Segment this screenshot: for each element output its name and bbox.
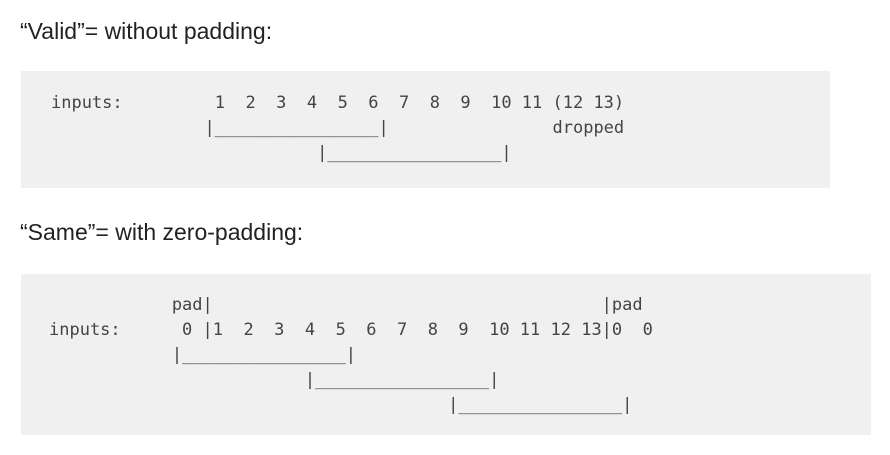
code-line: pad| |pad bbox=[49, 295, 643, 315]
code-line: |________________| dropped bbox=[51, 118, 625, 138]
code-line: |_________________| bbox=[49, 370, 500, 390]
same-padding-heading: “Same”= with zero-padding: bbox=[20, 219, 304, 245]
code-line: |________________| bbox=[49, 395, 633, 415]
code-line: |________________| bbox=[49, 345, 357, 365]
code-line: inputs: 1 2 3 4 5 6 7 8 9 10 11 (12 13) bbox=[51, 93, 625, 113]
code-line: inputs: 0 |1 2 3 4 5 6 7 8 9 10 11 12 13… bbox=[49, 320, 653, 340]
same-code-block: pad| |pad inputs: 0 |1 2 3 4 5 6 7 8 9 1… bbox=[21, 274, 871, 435]
valid-padding-heading: “Valid”= without padding: bbox=[20, 18, 273, 44]
valid-code-block: inputs: 1 2 3 4 5 6 7 8 9 10 11 (12 13) … bbox=[21, 71, 830, 188]
code-line: |_________________| bbox=[51, 143, 512, 163]
